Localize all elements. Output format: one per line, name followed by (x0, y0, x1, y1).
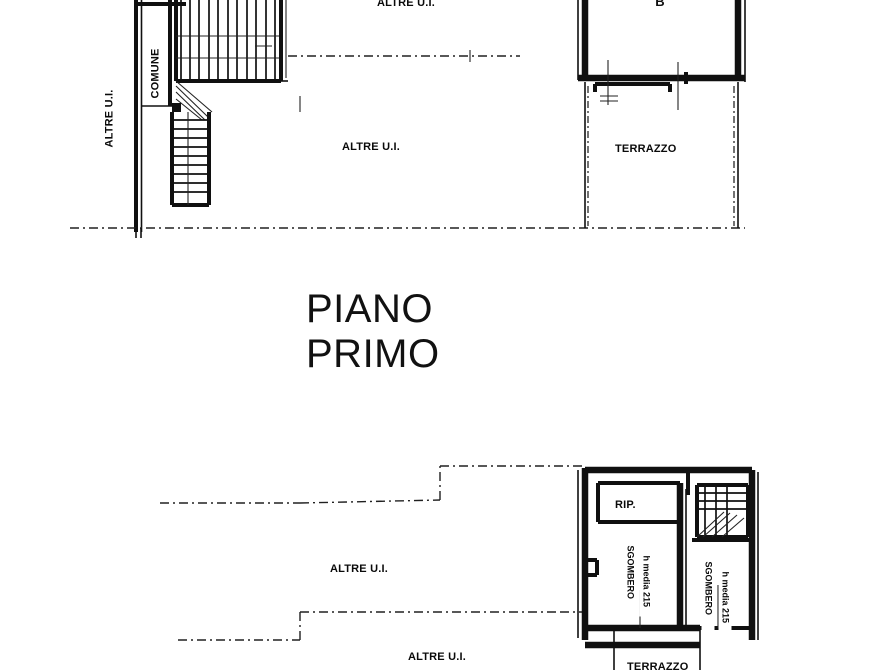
lower-label-h-media-right: h media 215 (718, 566, 732, 633)
lower-label-h-media-left: h media 215 (639, 550, 653, 617)
upper-label-altre-ui-top: ALTRE U.I. (372, 0, 441, 11)
lower-label-altre-ui-lower: ALTRE U.I. (403, 650, 472, 665)
lower-label-altre-ui-upper: ALTRE U.I. (325, 562, 394, 577)
upper-mark-b: B (645, 0, 675, 16)
upper-mark-b-text: B (655, 0, 665, 9)
lower-right-block (577, 466, 759, 670)
floor-title-banner: PIANO PRIMO (306, 287, 568, 376)
upper-stair-landing (255, 0, 288, 82)
upper-label-altre-ui-left: ALTRE U.I. (102, 82, 118, 153)
upper-stair-winder (172, 80, 213, 121)
upper-label-comune: COMUNE (148, 31, 164, 104)
lower-label-rip: RIP. (610, 498, 641, 513)
lower-label-terrazzo: TERRAZZO (622, 660, 694, 670)
lower-stair-winder (695, 483, 750, 539)
floor-title-text: PIANO PRIMO (306, 286, 440, 376)
upper-floor-plan (70, 0, 746, 238)
upper-stair-flight-vertical (170, 112, 211, 207)
upper-right-block (577, 0, 746, 228)
upper-left-outer-wall (134, 0, 143, 232)
upper-label-altre-ui-center: ALTRE U.I. (337, 140, 406, 155)
lower-label-sgombero-right: SGOMBERO (701, 556, 715, 633)
lower-floor-plan (160, 465, 759, 670)
upper-label-terrazzo: TERRAZZO (610, 142, 682, 157)
lower-label-sgombero-left: SGOMBERO (623, 540, 637, 617)
upper-comune-shaft (141, 0, 172, 107)
